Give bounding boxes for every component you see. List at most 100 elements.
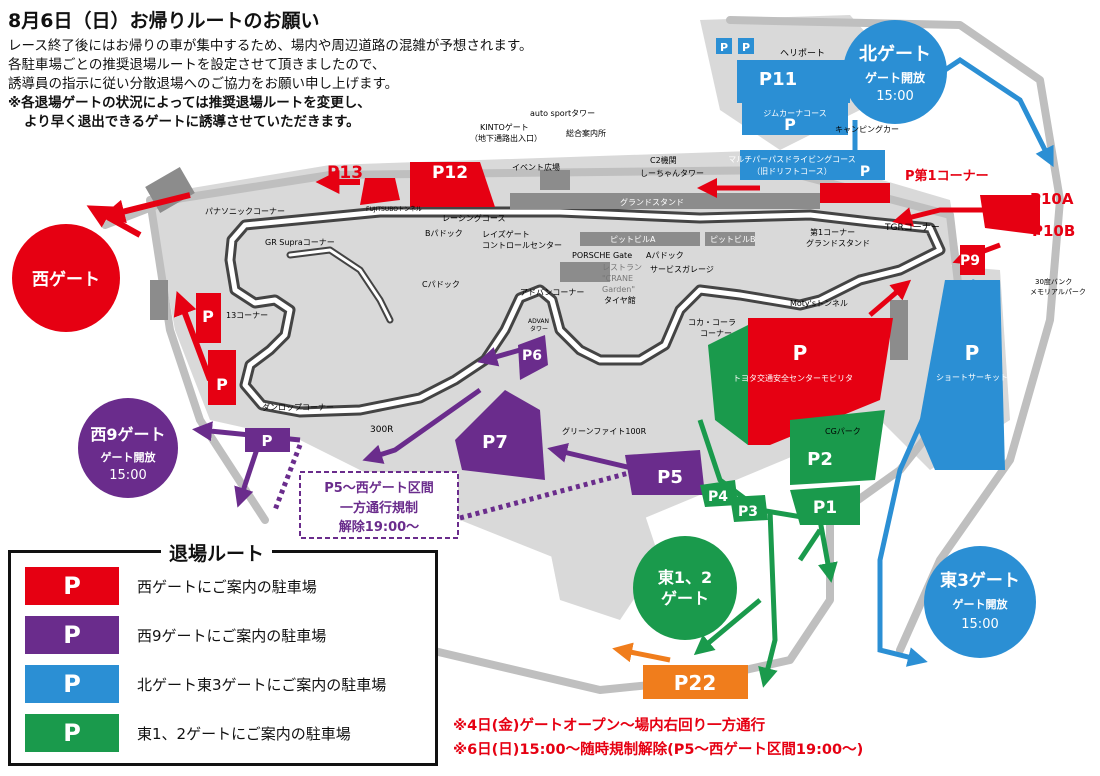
motys-label: Moty'sトンネル (790, 299, 848, 308)
regulation-line-2: 一方通行規制 (340, 500, 418, 516)
p12-lot (410, 162, 495, 207)
west-gate-label: 西ゲート (32, 269, 100, 290)
p5-lot (625, 450, 705, 495)
note-line-2: ※6日(日)15:00～随時規制解除(P5～西ゲート区間19:00～) (453, 742, 864, 758)
gymkhana-lot (742, 103, 848, 135)
first-corner-gs-label-2: グランドスタンド (806, 238, 870, 248)
rays-label-1: レイズゲート (482, 229, 530, 239)
multi-label-1: マルチパーパスドライビングコース (728, 154, 856, 164)
west9-p-lot (245, 428, 290, 452)
west-p-label-1: P (202, 307, 214, 326)
mobilita-lot (748, 318, 893, 445)
regulation-line-1: P5～西ゲート区間 (324, 480, 434, 496)
restaurant-label-1: レストラン (602, 263, 642, 272)
multi-lot (740, 150, 885, 180)
mobilita-p-label: P (793, 341, 808, 365)
coca-label-2: コーナー (700, 329, 732, 338)
p-box-2 (738, 38, 754, 54)
p7-lot (455, 390, 545, 480)
legend-item-east12: P 東1、2ゲートにご案内の駐車場 (25, 714, 425, 752)
legend-box-east12: P (25, 714, 119, 752)
multi-p-label: P (860, 164, 870, 180)
p9-lot (960, 245, 985, 275)
p13-lot (360, 178, 400, 205)
c-paddock-label: Cパドック (422, 280, 460, 289)
p10a-lot (980, 195, 1040, 235)
p13-label: P13 (327, 163, 363, 183)
west9-gate-marker (78, 398, 178, 498)
west9-p-label: P (262, 432, 273, 450)
west9-gate-label: 西9ゲート (90, 425, 165, 444)
legend-label-west: 西ゲートにご案内の駐車場 (137, 578, 317, 596)
east3-gate-marker (924, 546, 1036, 658)
a-paddock-label: Aパドック (646, 251, 684, 260)
c13-label: 13コーナー (226, 311, 268, 320)
notes: ※4日(金)ゲートオープン～場内右回り一方通行 ※6日(日)15:00～随時規制… (453, 714, 863, 762)
p3-label: P3 (738, 504, 758, 520)
legend-label-north-east3: 北ゲート東3ゲートにご案内の駐車場 (137, 676, 387, 694)
p22-lot (643, 665, 748, 699)
p11-lot (742, 60, 850, 100)
west-gate-marker (12, 224, 120, 332)
p-box-1 (716, 38, 732, 54)
p5-label: P5 (657, 467, 683, 488)
west-p-lot-1 (196, 293, 221, 343)
p7-label: P7 (482, 432, 508, 453)
b-paddock-label: Bパドック (425, 229, 463, 238)
p2-label: P2 (807, 449, 833, 470)
east12-gate-label-2: ゲート (661, 589, 709, 608)
green-fight-label: グリーンファイト100R (562, 426, 647, 436)
multi-label-2: （旧ドリフトコース） (752, 167, 832, 176)
legend-label-east12: 東1、2ゲートにご案内の駐車場 (137, 725, 351, 743)
restaurant-label-2: "CRANE (602, 274, 633, 283)
header-line-4: ※各退場ゲートの状況によっては推奨退場ルートを変更し、 (8, 95, 371, 111)
header-line-3: 誘導員の指示に従い分散退場へのご協力をお願い申し上げます。 (8, 76, 399, 92)
toyota-center-label: トヨタ交通安全センターモビリタ (733, 373, 853, 383)
header-line-1: レース終了後にはお帰りの車が集中するため、場内や周辺道路の混雑が予想されます。 (8, 38, 533, 54)
advan-corner-label: アドバンコーナー (520, 288, 584, 297)
header: 8月6日（日）お帰りルートのお願い レース終了後にはお帰りの車が集中するため、場… (8, 6, 688, 132)
regulation-line-3: 解除19:00～ (338, 519, 419, 535)
p1-label: P1 (813, 498, 837, 518)
p6-label: P6 (522, 348, 542, 364)
p-box-2-label: P (742, 41, 750, 54)
tire-label: タイヤ館 (604, 295, 636, 305)
porsche-label: PORSCHE Gate (572, 251, 632, 260)
gymkhana-p-label: P (784, 115, 796, 134)
east3-gate-label: 東3ゲート (940, 570, 1020, 591)
service-garage-label: サービスガレージ (650, 264, 714, 274)
panasonic-label: パナソニックコーナー (205, 207, 285, 216)
buildings (145, 167, 908, 360)
p3-lot (730, 495, 768, 522)
tgr-label: TGRコーナー (884, 222, 940, 233)
east12-gate-marker (633, 536, 737, 640)
green-lot-main (708, 325, 748, 445)
p10a-label: P10A (1030, 190, 1074, 208)
gymkhana-label: ジムカーナコース (763, 109, 827, 118)
p-first-corner-label: P第1コーナー (905, 168, 989, 184)
coca-label-1: コカ・コーラ (688, 318, 736, 327)
page-title: 8月6日（日）お帰りルートのお願い (8, 10, 320, 32)
camping-label: キャンピングカー (835, 124, 899, 134)
north-gate-open: ゲート開放 (865, 70, 926, 85)
short-circuit-label: ショートサーキット (936, 373, 1008, 382)
legend: 退場ルート P 西ゲートにご案内の駐車場 P 西9ゲートにご案内の駐車場 P 北… (8, 539, 438, 766)
regulation-box (299, 471, 459, 539)
first-corner-gs-label-1: 第1コーナー (810, 227, 855, 237)
p-first-corner-lot (820, 183, 890, 203)
legend-item-west9: P 西9ゲートにご案内の駐車場 (25, 616, 425, 654)
grandstand-label: グランドスタンド (620, 197, 684, 207)
cg-park-label: CGパーク (825, 427, 861, 436)
p12-label: P12 (432, 163, 468, 183)
p22-label: P22 (674, 671, 717, 695)
legend-label-west9: 西9ゲートにご案内の駐車場 (137, 627, 327, 645)
info-label: 総合案内所 (566, 128, 606, 138)
p2-lot (790, 410, 885, 485)
west9-gate-time: 15:00 (109, 468, 146, 483)
short-circuit-p-label: P (965, 341, 980, 365)
p6-lot (518, 335, 548, 380)
auto-sport-label: auto sportタワー (530, 109, 595, 118)
legend-box-west9: P (25, 616, 119, 654)
event-label: イベント広場 (512, 162, 560, 172)
